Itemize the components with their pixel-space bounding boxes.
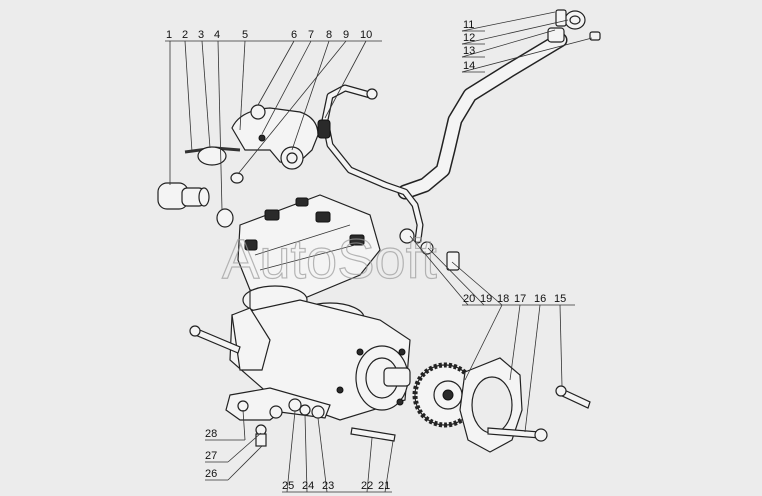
callout-7: 7 (308, 29, 314, 41)
callout-23: 23 (322, 480, 334, 492)
o-ring (230, 172, 244, 184)
callout-21: 21 (378, 480, 390, 492)
leader-lines (165, 11, 593, 493)
bolt-long-16 (487, 427, 548, 442)
watermark: AutoSoft (222, 227, 437, 290)
callout-27: 27 (205, 450, 217, 462)
gasket (459, 357, 523, 453)
callout-12: 12 (463, 32, 475, 44)
callout-13: 13 (463, 45, 475, 57)
callout-8: 8 (326, 29, 332, 41)
coolant-pipe (321, 84, 424, 244)
air-intake-hose (397, 32, 568, 200)
callout-14: 14 (463, 60, 475, 72)
callout-labels: 1 2 3 4 5 6 7 8 9 10 11 12 13 14 15 16 1… (166, 19, 566, 492)
callout-11: 11 (463, 19, 474, 31)
hose-clamp (184, 146, 241, 166)
callout-17: 17 (514, 293, 526, 305)
bolt-15 (555, 385, 591, 409)
callout-10: 10 (360, 29, 372, 41)
callout-20: 20 (463, 293, 475, 305)
callout-3: 3 (198, 29, 204, 41)
callout-15: 15 (554, 293, 566, 305)
callout-6: 6 (291, 29, 297, 41)
callout-9: 9 (343, 29, 349, 41)
elbow-connector (157, 182, 234, 228)
callout-4: 4 (214, 29, 220, 41)
callout-22: 22 (361, 480, 373, 492)
water-manifold (231, 104, 331, 183)
callout-28: 28 (205, 428, 217, 440)
callout-19: 19 (480, 293, 492, 305)
callout-25: 25 (282, 480, 294, 492)
callout-26: 26 (205, 468, 217, 480)
hose-clamp-fitting (547, 9, 601, 43)
long-bolt (189, 325, 241, 354)
callout-2: 2 (182, 29, 188, 41)
callout-16: 16 (534, 293, 546, 305)
callout-5: 5 (242, 29, 248, 41)
stud (350, 427, 396, 442)
callout-18: 18 (497, 293, 509, 305)
callout-24: 24 (302, 480, 314, 492)
callout-1: 1 (166, 29, 172, 41)
